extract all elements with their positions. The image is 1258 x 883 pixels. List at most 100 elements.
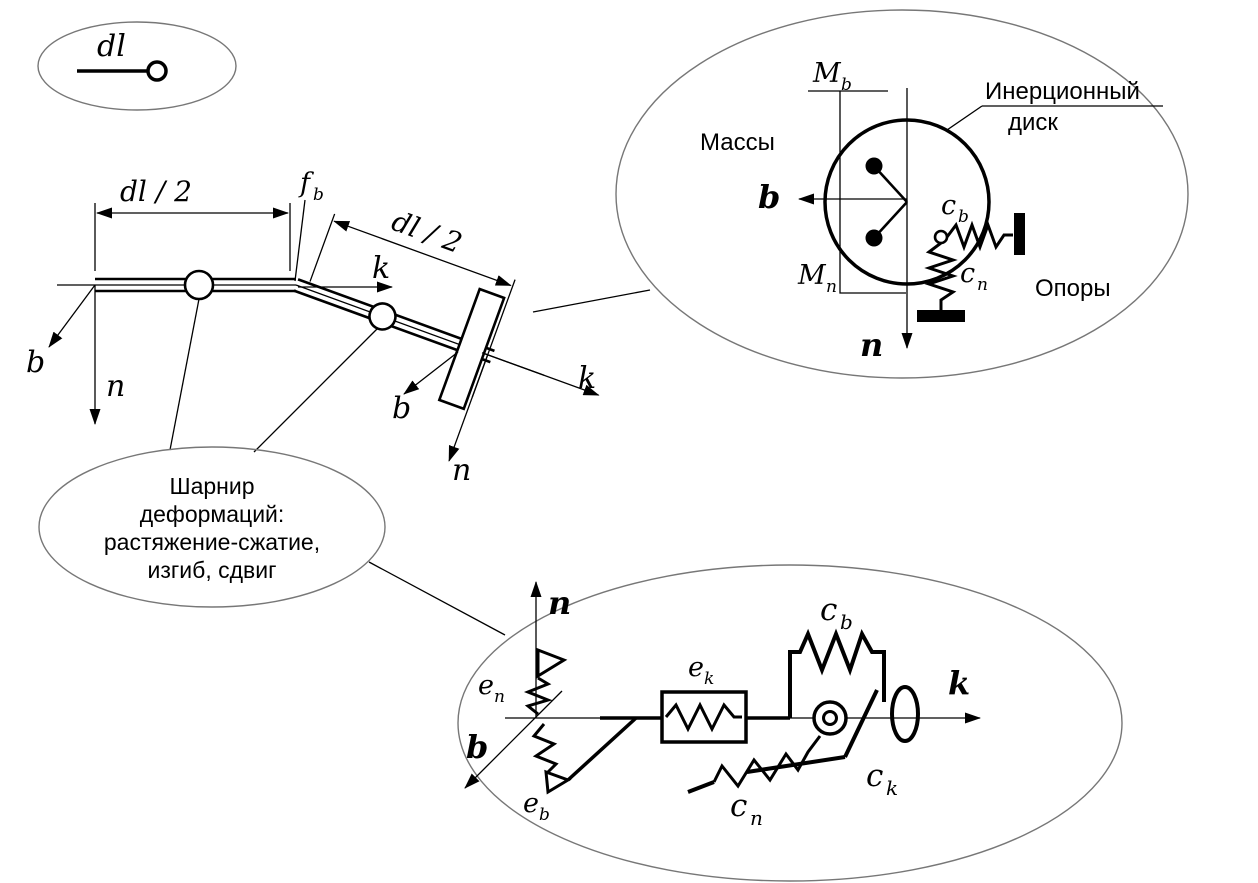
inclined-segment: dl / 2 — [293, 204, 600, 462]
spring-c-n — [712, 735, 822, 789]
masses-label: Массы — [700, 129, 775, 156]
disk-axis-k-label: k — [578, 361, 596, 396]
hinge-callout-line-2: деформаций: — [140, 501, 285, 527]
leader-line-hinge2 — [253, 327, 379, 453]
model-c-n-label-sub: n — [750, 806, 763, 830]
supports-label: Опоры — [1035, 275, 1111, 302]
model-n-axis-label: n — [548, 584, 571, 622]
model-hinge-inner-circle — [822, 710, 838, 726]
dimension-extension-line — [309, 213, 336, 282]
e-k-label: e k — [688, 652, 714, 689]
torsion-spring-c-k — [890, 685, 920, 743]
c-n-label: c n — [960, 258, 988, 295]
m-b-label: M b — [812, 58, 852, 95]
legend-callout: dl — [37, 21, 237, 111]
spring-c-n — [924, 241, 958, 310]
hinge-circle-1 — [183, 269, 215, 301]
model-k-axis-label: k — [948, 664, 970, 702]
f-b-leader-line — [294, 199, 306, 282]
m-n-label: M n — [797, 260, 837, 297]
dimension-arrow — [333, 220, 512, 287]
spring-c-b — [945, 220, 1013, 252]
disk-n-axis-label: n — [860, 326, 883, 364]
c-n-label-base: c — [960, 258, 975, 289]
disk-label-line2: диск — [1008, 109, 1058, 136]
damper-e-k-spring — [664, 701, 742, 733]
model-c-b-label-base: c — [820, 592, 837, 628]
axis-b-label: b — [26, 345, 45, 380]
m-leader-line — [839, 91, 906, 294]
e-b-label: e b — [523, 788, 550, 825]
damper-e-n — [523, 676, 553, 716]
f-b-label-sub: b — [313, 185, 324, 205]
e-b-label-base: e — [523, 788, 539, 819]
damper-e-b — [531, 723, 559, 774]
legend-dl-label: dl — [97, 29, 126, 64]
model-b-axis-label: b — [466, 728, 488, 766]
leader-line-hinge1 — [169, 298, 200, 451]
e-n-label-base: e — [478, 670, 494, 701]
disk-callout: n b M b M n Массы Инерционный диск c b — [615, 9, 1189, 379]
e-n-label: e n — [478, 670, 505, 707]
hinge-callout-line-4: изгиб, сдвиг — [148, 557, 277, 583]
model-b-axis-arrow — [464, 690, 563, 789]
m-b-label-sub: b — [841, 75, 852, 95]
model-c-k-label-sub: k — [886, 776, 898, 800]
e-k-label-base: e — [688, 652, 704, 683]
disk-label-line1: Инерционный — [985, 78, 1140, 105]
c-n-label-sub: n — [977, 275, 988, 295]
spring-c-b — [788, 628, 886, 718]
leader-line-model — [368, 561, 506, 636]
support-wall — [1014, 213, 1025, 255]
spring-attachment-circle — [933, 229, 949, 245]
legend-hinge-circle — [146, 60, 168, 82]
disk-axis-b-label: b — [392, 391, 411, 426]
bracket-bar — [843, 689, 879, 758]
model-callout-ellipse — [457, 564, 1123, 882]
inertial-disk-circle — [823, 118, 991, 286]
e-k-label-sub: k — [704, 669, 714, 689]
axis-k-label: k — [372, 251, 390, 286]
hinge-callout-ellipse — [38, 446, 386, 608]
disk-axis-k-arrow — [481, 352, 600, 396]
disk-label-leader — [946, 105, 983, 131]
model-callout: n k b e n e b e k c b — [457, 564, 1123, 882]
support-ground — [917, 310, 965, 322]
m-n-label-sub: n — [826, 277, 837, 297]
dim-left-label: dl / 2 — [120, 175, 192, 208]
disk-edge-rect — [437, 287, 506, 411]
dim-right-label: dl / 2 — [388, 204, 467, 260]
mass-dot-b — [865, 157, 883, 175]
c-b-label: c b — [941, 190, 969, 227]
damper-e-n-flag — [536, 647, 568, 679]
f-b-label: f b — [298, 168, 324, 205]
model-c-n-label: c n — [730, 788, 763, 830]
disk-axis-b-arrow — [403, 351, 459, 395]
disk-axis-n-arrow — [448, 354, 489, 462]
hinge-callout: Шарнир деформаций: растяжение-сжатие, из… — [38, 446, 386, 608]
disk-b-axis-label: b — [758, 178, 780, 216]
c-b-label-sub: b — [958, 207, 969, 227]
f-b-label-base: f — [298, 168, 314, 199]
axis-b-arrow — [48, 284, 96, 348]
damper-e-b-flag — [544, 769, 572, 795]
model-c-k-label: c k — [866, 758, 898, 800]
legend-ellipse — [37, 21, 237, 111]
model-c-b-label-sub: b — [840, 610, 853, 634]
model-c-n-label-base: c — [730, 788, 747, 824]
link-bar — [687, 780, 715, 794]
disk-axis-n-label: n — [452, 453, 471, 488]
hinge-callout-line-1: Шарнир — [169, 473, 254, 499]
disk-callout-ellipse — [615, 9, 1189, 379]
m-n-label-base: M — [797, 260, 827, 291]
link-bar — [566, 716, 638, 782]
beam-diagram: b n k dl / 2 f b dl / 2 — [26, 168, 600, 488]
hinge-callout-line-3: растяжение-сжатие, — [104, 529, 320, 555]
e-n-label-sub: n — [494, 687, 505, 707]
c-b-label-base: c — [941, 190, 956, 221]
model-c-k-label-base: c — [866, 758, 883, 794]
e-b-label-sub: b — [539, 805, 550, 825]
leader-line-disk — [532, 289, 651, 313]
